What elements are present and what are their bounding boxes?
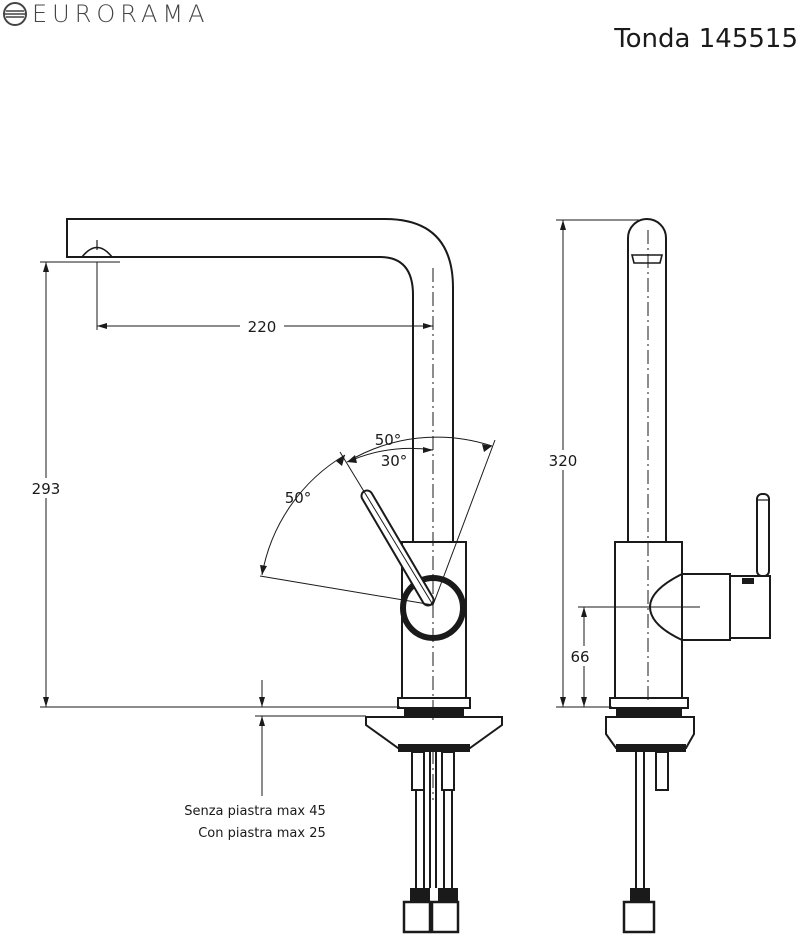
side-lever-housing [648, 573, 731, 641]
front-view: 220 293 50° 30° 50° Senza piastra max 45 [28, 218, 503, 934]
angle-front-inner: 30° [381, 452, 408, 470]
supply-hoses [415, 752, 453, 888]
side-view: 320 66 [545, 218, 771, 934]
note-with-plate: Con piastra max 25 [198, 826, 326, 841]
eurorama-logo-icon [3, 2, 27, 26]
hose-fittings [402, 888, 460, 934]
dim-spout-reach: 220 [248, 318, 277, 336]
side-base-thread [616, 708, 682, 716]
dim-lever-height: 66 [570, 648, 589, 666]
side-spout-column [627, 218, 667, 543]
arc-50-left [261, 454, 346, 576]
brand-name: EURORAMA [32, 0, 210, 28]
side-plate [605, 716, 695, 749]
dim-total-height: 320 [549, 452, 578, 470]
angle-front-outer: 50° [375, 431, 402, 449]
front-spout-outline [66, 218, 454, 543]
front-plate [365, 716, 503, 749]
brand-logo: EURORAMA [2, 0, 210, 28]
note-without-plate: Senza piastra max 45 [184, 804, 326, 819]
side-lever [756, 493, 770, 577]
front-base-thread [404, 708, 464, 716]
product-title: Tonda 145515 [614, 24, 798, 54]
angle-side: 50° [285, 489, 312, 507]
dim-spout-height: 293 [32, 480, 61, 498]
arc-50-upper [346, 436, 493, 463]
